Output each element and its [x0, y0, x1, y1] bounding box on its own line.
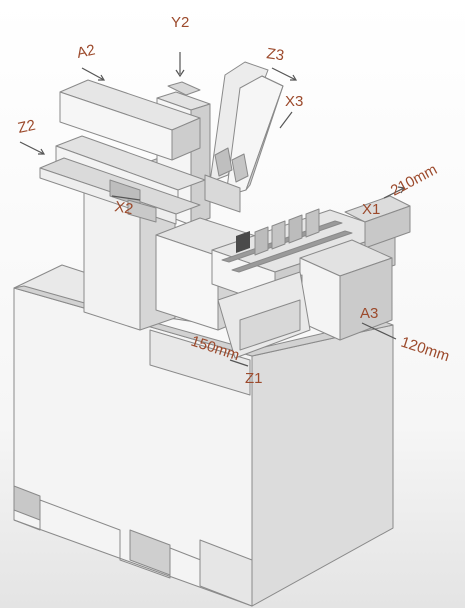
x1-slide-side: [364, 205, 411, 249]
a3-block-side: [339, 257, 393, 341]
z3-arm-side: [245, 75, 284, 191]
enclosure-foot-right: [199, 539, 253, 607]
upper-tool-arms: [39, 79, 206, 225]
tool-station-1: [254, 226, 269, 256]
x3-turret-base: [204, 174, 241, 213]
table-slot-2: [231, 230, 353, 273]
z1-arrow-icon: [229, 359, 249, 367]
bed-slope: [149, 329, 251, 396]
x3-arrow-icon: [279, 111, 293, 129]
label-x2: X2: [113, 198, 134, 218]
z2-arrowhead-icon: [38, 148, 46, 155]
x2-tool-holder: [127, 199, 157, 223]
tool-station-3: [288, 214, 303, 244]
label-x1: X1: [362, 201, 380, 218]
a2-arm-end: [171, 117, 201, 161]
label-a2: A2: [75, 41, 96, 61]
x1-arrowhead-icon: [397, 186, 405, 194]
tool-station-4: [305, 208, 320, 238]
a3-arrow-icon: [361, 322, 397, 340]
label-x3: X3: [285, 93, 303, 110]
tool-spindle-dark: [236, 231, 250, 253]
axis-arrows: [19, 52, 405, 367]
label-a3: A3: [360, 305, 378, 322]
label-y2: Y2: [171, 14, 189, 31]
y2-motor-cap: [167, 81, 201, 96]
a2-arrowhead-icon: [98, 74, 106, 81]
enclosure-base-notches: [13, 499, 253, 581]
z1-carriage: [217, 271, 311, 359]
y2-arrowhead-icon: [175, 69, 185, 78]
a2-arrow-icon: [81, 67, 105, 81]
z2-arrow-icon: [19, 141, 45, 155]
tool-station-2: [271, 220, 286, 250]
table-tool-stations: [236, 208, 320, 256]
label-z1: Z1: [245, 370, 263, 387]
upper-right-turret-arms: [204, 61, 284, 213]
x3-tool-b: [231, 153, 249, 183]
x3-tool-a: [214, 147, 233, 177]
z3-arrowhead-icon: [290, 74, 298, 81]
x1-arrow-icon: [383, 187, 405, 199]
z3-arrow-icon: [271, 67, 297, 81]
label-z2: Z2: [16, 117, 37, 137]
z1-carriage-lower: [239, 299, 301, 351]
x2-arrow-icon: [111, 195, 141, 201]
label-z3: Z3: [265, 45, 285, 64]
